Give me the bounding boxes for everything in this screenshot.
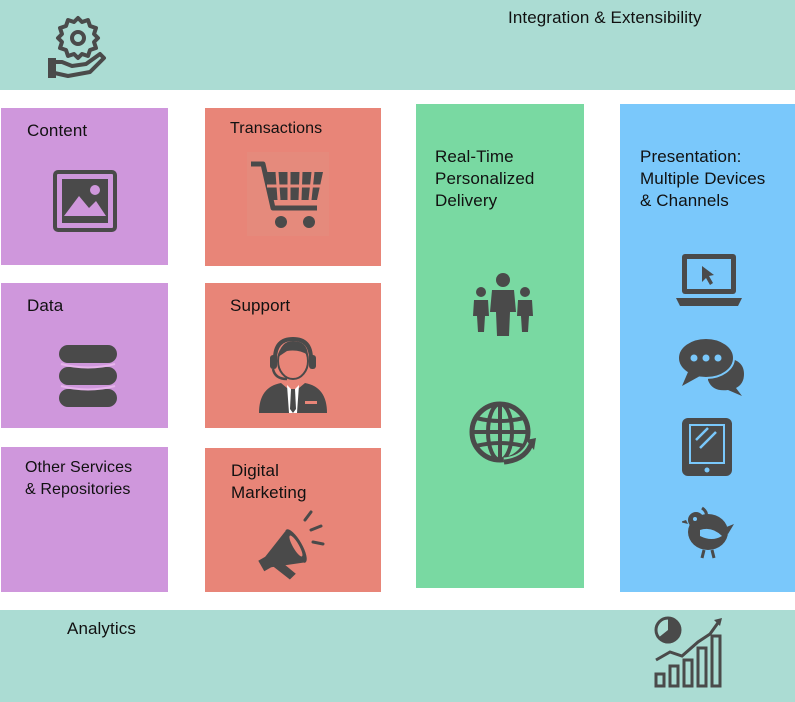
- chat-bubbles-icon: [678, 336, 746, 396]
- database-icon: [57, 343, 119, 409]
- megaphone-icon: [255, 510, 325, 582]
- support-label: Support: [230, 296, 291, 315]
- presentation-label: Presentation: Multiple Devices & Channel…: [640, 147, 766, 210]
- content-box: Content: [1, 108, 168, 265]
- tablet-icon: [680, 416, 734, 478]
- image-icon: [53, 170, 117, 232]
- digital-marketing-box: Digital Marketing: [205, 448, 381, 592]
- shopping-cart-icon: [247, 152, 329, 236]
- support-box: Support: [205, 283, 381, 428]
- people-group-icon: [472, 272, 534, 338]
- gear-hand-icon: [46, 14, 110, 80]
- other-services-label: Other Services & Repositories: [25, 459, 133, 498]
- analytics-band: Analytics: [0, 610, 795, 702]
- support-agent-icon: [253, 325, 333, 415]
- transactions-label: Transactions: [230, 120, 323, 137]
- other-services-box: Other Services & Repositories: [1, 447, 168, 592]
- digital-marketing-label: Digital Marketing: [231, 461, 307, 502]
- analytics-title: Analytics: [67, 619, 136, 638]
- laptop-icon: [676, 252, 742, 308]
- integration-title: Integration & Extensibility: [508, 8, 702, 27]
- analytics-chart-icon: [652, 616, 726, 688]
- presentation-box: Presentation: Multiple Devices & Channel…: [620, 104, 795, 592]
- delivery-box: Real-Time Personalized Delivery: [416, 104, 584, 588]
- bird-icon: [682, 506, 734, 560]
- data-label: Data: [27, 296, 64, 315]
- transactions-box: Transactions: [205, 108, 381, 266]
- delivery-label: Real-Time Personalized Delivery: [435, 147, 535, 210]
- integration-band: Integration & Extensibility: [0, 0, 795, 90]
- data-box: Data: [1, 283, 168, 428]
- content-label: Content: [27, 121, 88, 140]
- globe-refresh-icon: [466, 398, 538, 470]
